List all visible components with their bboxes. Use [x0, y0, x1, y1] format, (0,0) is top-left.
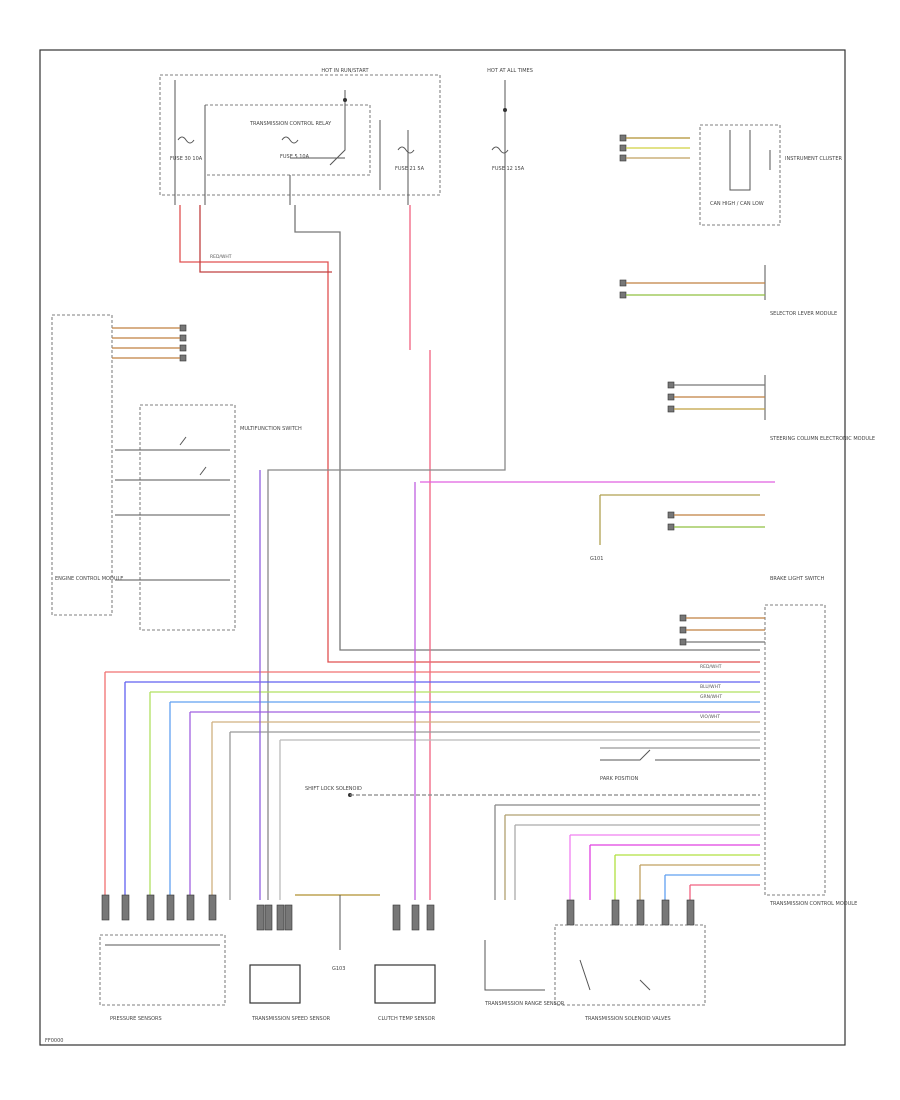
- ground-g103: G103: [295, 894, 380, 972]
- svg-text:CAN HIGH / CAN LOW: CAN HIGH / CAN LOW: [710, 201, 764, 207]
- svg-text:FUSE 21 5A: FUSE 21 5A: [395, 166, 425, 172]
- svg-text:VIO/WHT: VIO/WHT: [700, 714, 720, 720]
- svg-text:SELECTOR LEVER MODULE: SELECTOR LEVER MODULE: [770, 311, 837, 317]
- svg-text:TRANSMISSION CONTROL MODULE: TRANSMISSION CONTROL MODULE: [769, 901, 857, 907]
- range-sensor: TRANSMISSION RANGE SENSOR: [484, 940, 565, 1007]
- svg-text:BRAKE LIGHT SWITCH: BRAKE LIGHT SWITCH: [770, 576, 825, 582]
- svg-text:HOT AT ALL TIMES: HOT AT ALL TIMES: [487, 68, 533, 74]
- svg-text:GRN/WHT: GRN/WHT: [700, 694, 722, 700]
- steering-column-module: STEERING COLUMN ELECTRONIC MODULE: [667, 375, 875, 442]
- pressure-sensors: PRESSURE SENSORS: [99, 934, 226, 1022]
- park-switch: PARK POSITION SHIFT LOCK SOLENOID: [305, 747, 760, 797]
- svg-text:FUSE 12 15A: FUSE 12 15A: [492, 166, 525, 172]
- svg-text:FUSE 5 10A: FUSE 5 10A: [280, 154, 310, 160]
- instrument-cluster: INSTRUMENT CLUSTER CAN HIGH / CAN LOW: [619, 124, 843, 226]
- svg-text:INSTRUMENT CLUSTER: INSTRUMENT CLUSTER: [785, 156, 843, 162]
- tcm-module: TRANSMISSION CONTROL MODULE: [679, 604, 857, 907]
- svg-text:MULTIFUNCTION SWITCH: MULTIFUNCTION SWITCH: [240, 426, 302, 432]
- svg-text:BLU/WHT: BLU/WHT: [700, 684, 721, 690]
- bottom-connectors: [101, 894, 695, 931]
- svg-text:HOT IN RUN/START: HOT IN RUN/START: [321, 68, 369, 74]
- svg-text:PRESSURE SENSORS: PRESSURE SENSORS: [110, 1016, 162, 1022]
- engine-control-module: MULTIFUNCTION SWITCH ENGINE CONTROL MODU…: [51, 314, 302, 631]
- solenoid-wires: [494, 804, 760, 900]
- diagram-frame: [39, 49, 846, 1046]
- svg-text:TRANSMISSION RANGE SENSOR: TRANSMISSION RANGE SENSOR: [484, 1001, 565, 1007]
- brake-switch: BRAKE LIGHT SWITCH G101: [420, 481, 825, 582]
- svg-text:SHIFT LOCK SOLENOID: SHIFT LOCK SOLENOID: [305, 786, 362, 792]
- svg-text:FUSE 30 10A: FUSE 30 10A: [170, 156, 203, 162]
- svg-text:CLUTCH TEMP SENSOR: CLUTCH TEMP SENSOR: [378, 1016, 436, 1022]
- speed-sensor: TRANSMISSION SPEED SENSOR: [249, 964, 331, 1022]
- svg-text:TRANSMISSION SOLENOID VALVES: TRANSMISSION SOLENOID VALVES: [584, 1016, 671, 1022]
- svg-text:RED/WHT: RED/WHT: [210, 254, 232, 260]
- lower-harness-wires: RED/WHT BLU/WHT GRN/WHT VIO/WHT: [104, 470, 760, 900]
- page-code: FF0000: [45, 1038, 63, 1044]
- svg-text:G101: G101: [590, 556, 603, 562]
- svg-text:STEERING COLUMN ELECTRONIC MOD: STEERING COLUMN ELECTRONIC MODULE: [770, 436, 875, 442]
- svg-text:TRANSMISSION CONTROL RELAY: TRANSMISSION CONTROL RELAY: [249, 121, 332, 127]
- svg-text:PARK POSITION: PARK POSITION: [600, 776, 639, 782]
- selector-lever-module: SELECTOR LEVER MODULE: [619, 265, 837, 317]
- svg-text:G103: G103: [332, 966, 345, 972]
- clutch-sensor: CLUTCH TEMP SENSOR: [374, 964, 436, 1022]
- svg-text:RED/WHT: RED/WHT: [700, 664, 722, 670]
- top-harness-wires: RED/WHT: [179, 200, 760, 900]
- solenoid-valves: TRANSMISSION SOLENOID VALVES: [554, 924, 706, 1022]
- fuse-panel: HOT IN RUN/START HOT AT ALL TIMES FUSE 3…: [159, 68, 533, 205]
- svg-text:ENGINE CONTROL MODULE: ENGINE CONTROL MODULE: [55, 576, 123, 582]
- svg-text:TRANSMISSION SPEED SENSOR: TRANSMISSION SPEED SENSOR: [251, 1016, 331, 1022]
